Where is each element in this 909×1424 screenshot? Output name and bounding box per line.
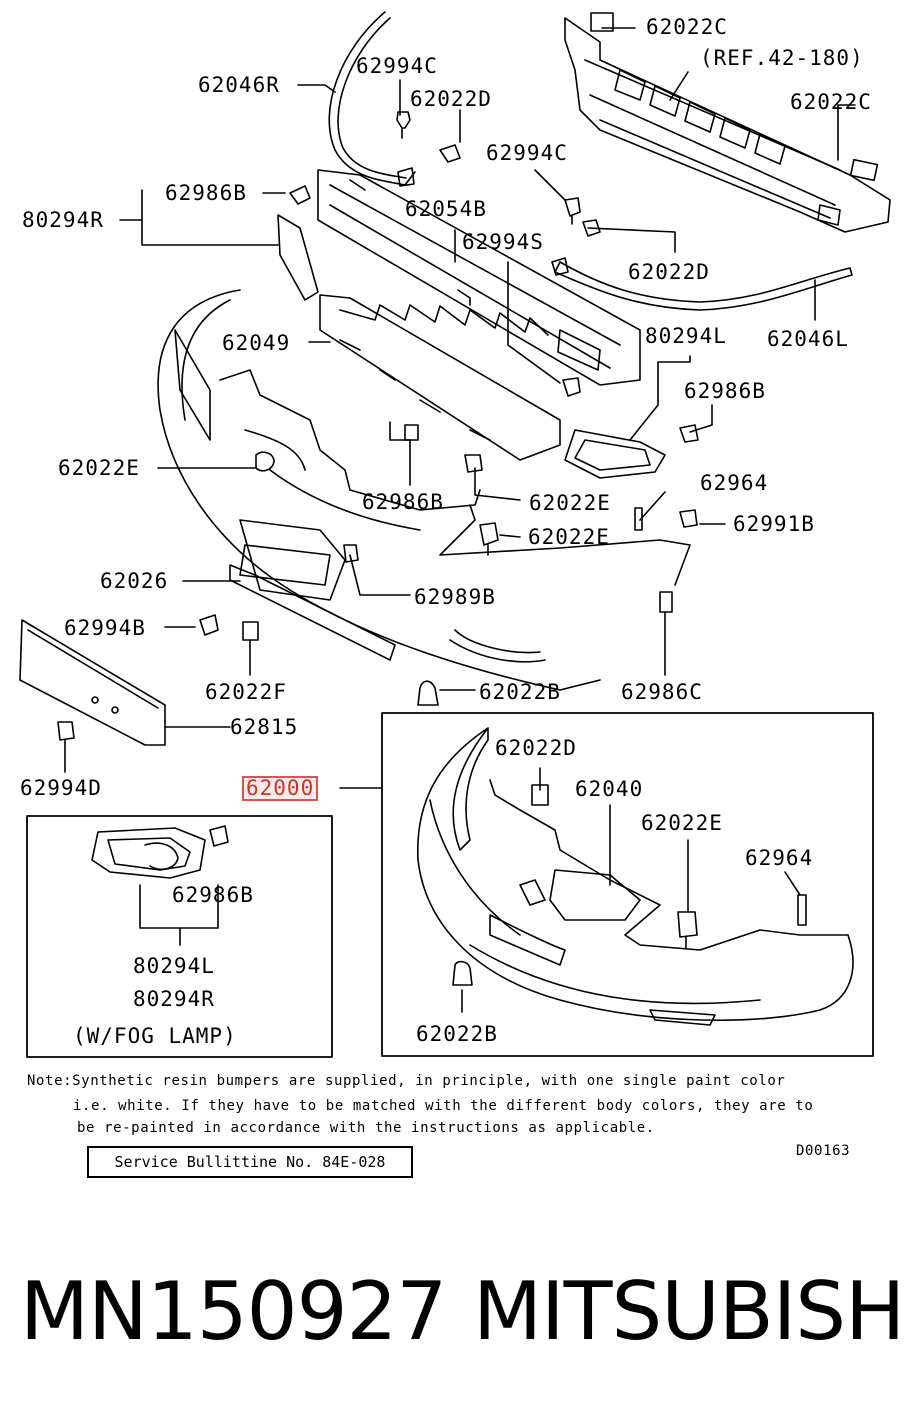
side-bracket-right: [328, 11, 416, 186]
label-62046R: 62046R: [198, 73, 280, 97]
label-62022E-b: 62022E: [529, 491, 611, 515]
label-62994C-b: 62994C: [486, 141, 568, 165]
label-62022E-a: 62022E: [58, 456, 140, 480]
front-bumper-outline: [157, 289, 691, 691]
fog-inset-part: [26, 815, 333, 1058]
service-bulletin-box: Service Bullittine No. 84E-028: [87, 1146, 413, 1178]
label-62986B-c: 62986B: [362, 490, 444, 514]
label-80294R-b: 80294R: [133, 987, 215, 1011]
note-line-2: i.e. white. If they have to be matched w…: [73, 1098, 814, 1114]
label-62989B: 62989B: [414, 585, 496, 609]
label-62022F: 62022F: [205, 680, 287, 704]
label-62022D-b: 62022D: [628, 260, 710, 284]
upper-reinforcement: [564, 12, 891, 233]
label-62046L: 62046L: [767, 327, 849, 351]
label-80294L-b: 80294L: [133, 954, 215, 978]
label-62991B: 62991B: [733, 512, 815, 536]
label-62022D-c: 62022D: [495, 736, 577, 760]
label-62964-a: 62964: [700, 471, 769, 495]
fog-cover-left: [564, 429, 666, 479]
label-62040: 62040: [575, 777, 644, 801]
service-bulletin-text: Service Bullittine No. 84E-028: [114, 1153, 386, 1171]
label-ref-42-180: (REF.42-180): [700, 46, 864, 70]
label-80294L-a: 80294L: [645, 324, 727, 348]
label-62049: 62049: [222, 331, 291, 355]
label-62994B: 62994B: [64, 616, 146, 640]
note-line-1: Note:Synthetic resin bumpers are supplie…: [27, 1073, 786, 1089]
label-62986B-b: 62986B: [684, 379, 766, 403]
label-62022C-right: 62022C: [790, 90, 872, 114]
label-62022C-top: 62022C: [646, 15, 728, 39]
label-62022E-d: 62022E: [641, 811, 723, 835]
label-62986B-a: 62986B: [165, 181, 247, 205]
label-62994S: 62994S: [462, 230, 544, 254]
label-62994C-a: 62994C: [356, 54, 438, 78]
label-62022B-a: 62022B: [479, 680, 561, 704]
leader-lines: [64, 27, 856, 1013]
label-62986C: 62986C: [621, 680, 703, 704]
bumper-support: [319, 294, 561, 461]
bumper-assembly: [381, 712, 874, 1057]
label-62054B: 62054B: [405, 197, 487, 221]
fasteners: [57, 111, 807, 986]
note-line-3: be re-painted in accordance with the ins…: [77, 1120, 655, 1136]
diagram-code: D00163: [796, 1143, 851, 1159]
label-62022D-a: 62022D: [410, 87, 492, 111]
fog-cover-right: [277, 214, 319, 301]
label-62815: 62815: [230, 715, 299, 739]
label-62022E-c: 62022E: [528, 525, 610, 549]
label-62994D: 62994D: [20, 776, 102, 800]
absorber-beam: [317, 169, 641, 386]
brand-name: MITSUBISHI: [473, 1265, 909, 1358]
label-fog-lamp: (W/FOG LAMP): [73, 1024, 237, 1048]
label-62986B-d: 62986B: [172, 883, 254, 907]
label-62022B-b: 62022B: [416, 1022, 498, 1046]
license-plate-bracket: [19, 619, 166, 746]
label-80294R-a: 80294R: [22, 208, 104, 232]
part-number: MN150927: [20, 1265, 447, 1358]
label-62026: 62026: [100, 569, 169, 593]
grille-piece: [239, 544, 331, 586]
label-62964-b: 62964: [745, 846, 814, 870]
side-bracket-left: [554, 261, 853, 311]
label-62000-highlighted[interactable]: 62000: [241, 776, 319, 801]
